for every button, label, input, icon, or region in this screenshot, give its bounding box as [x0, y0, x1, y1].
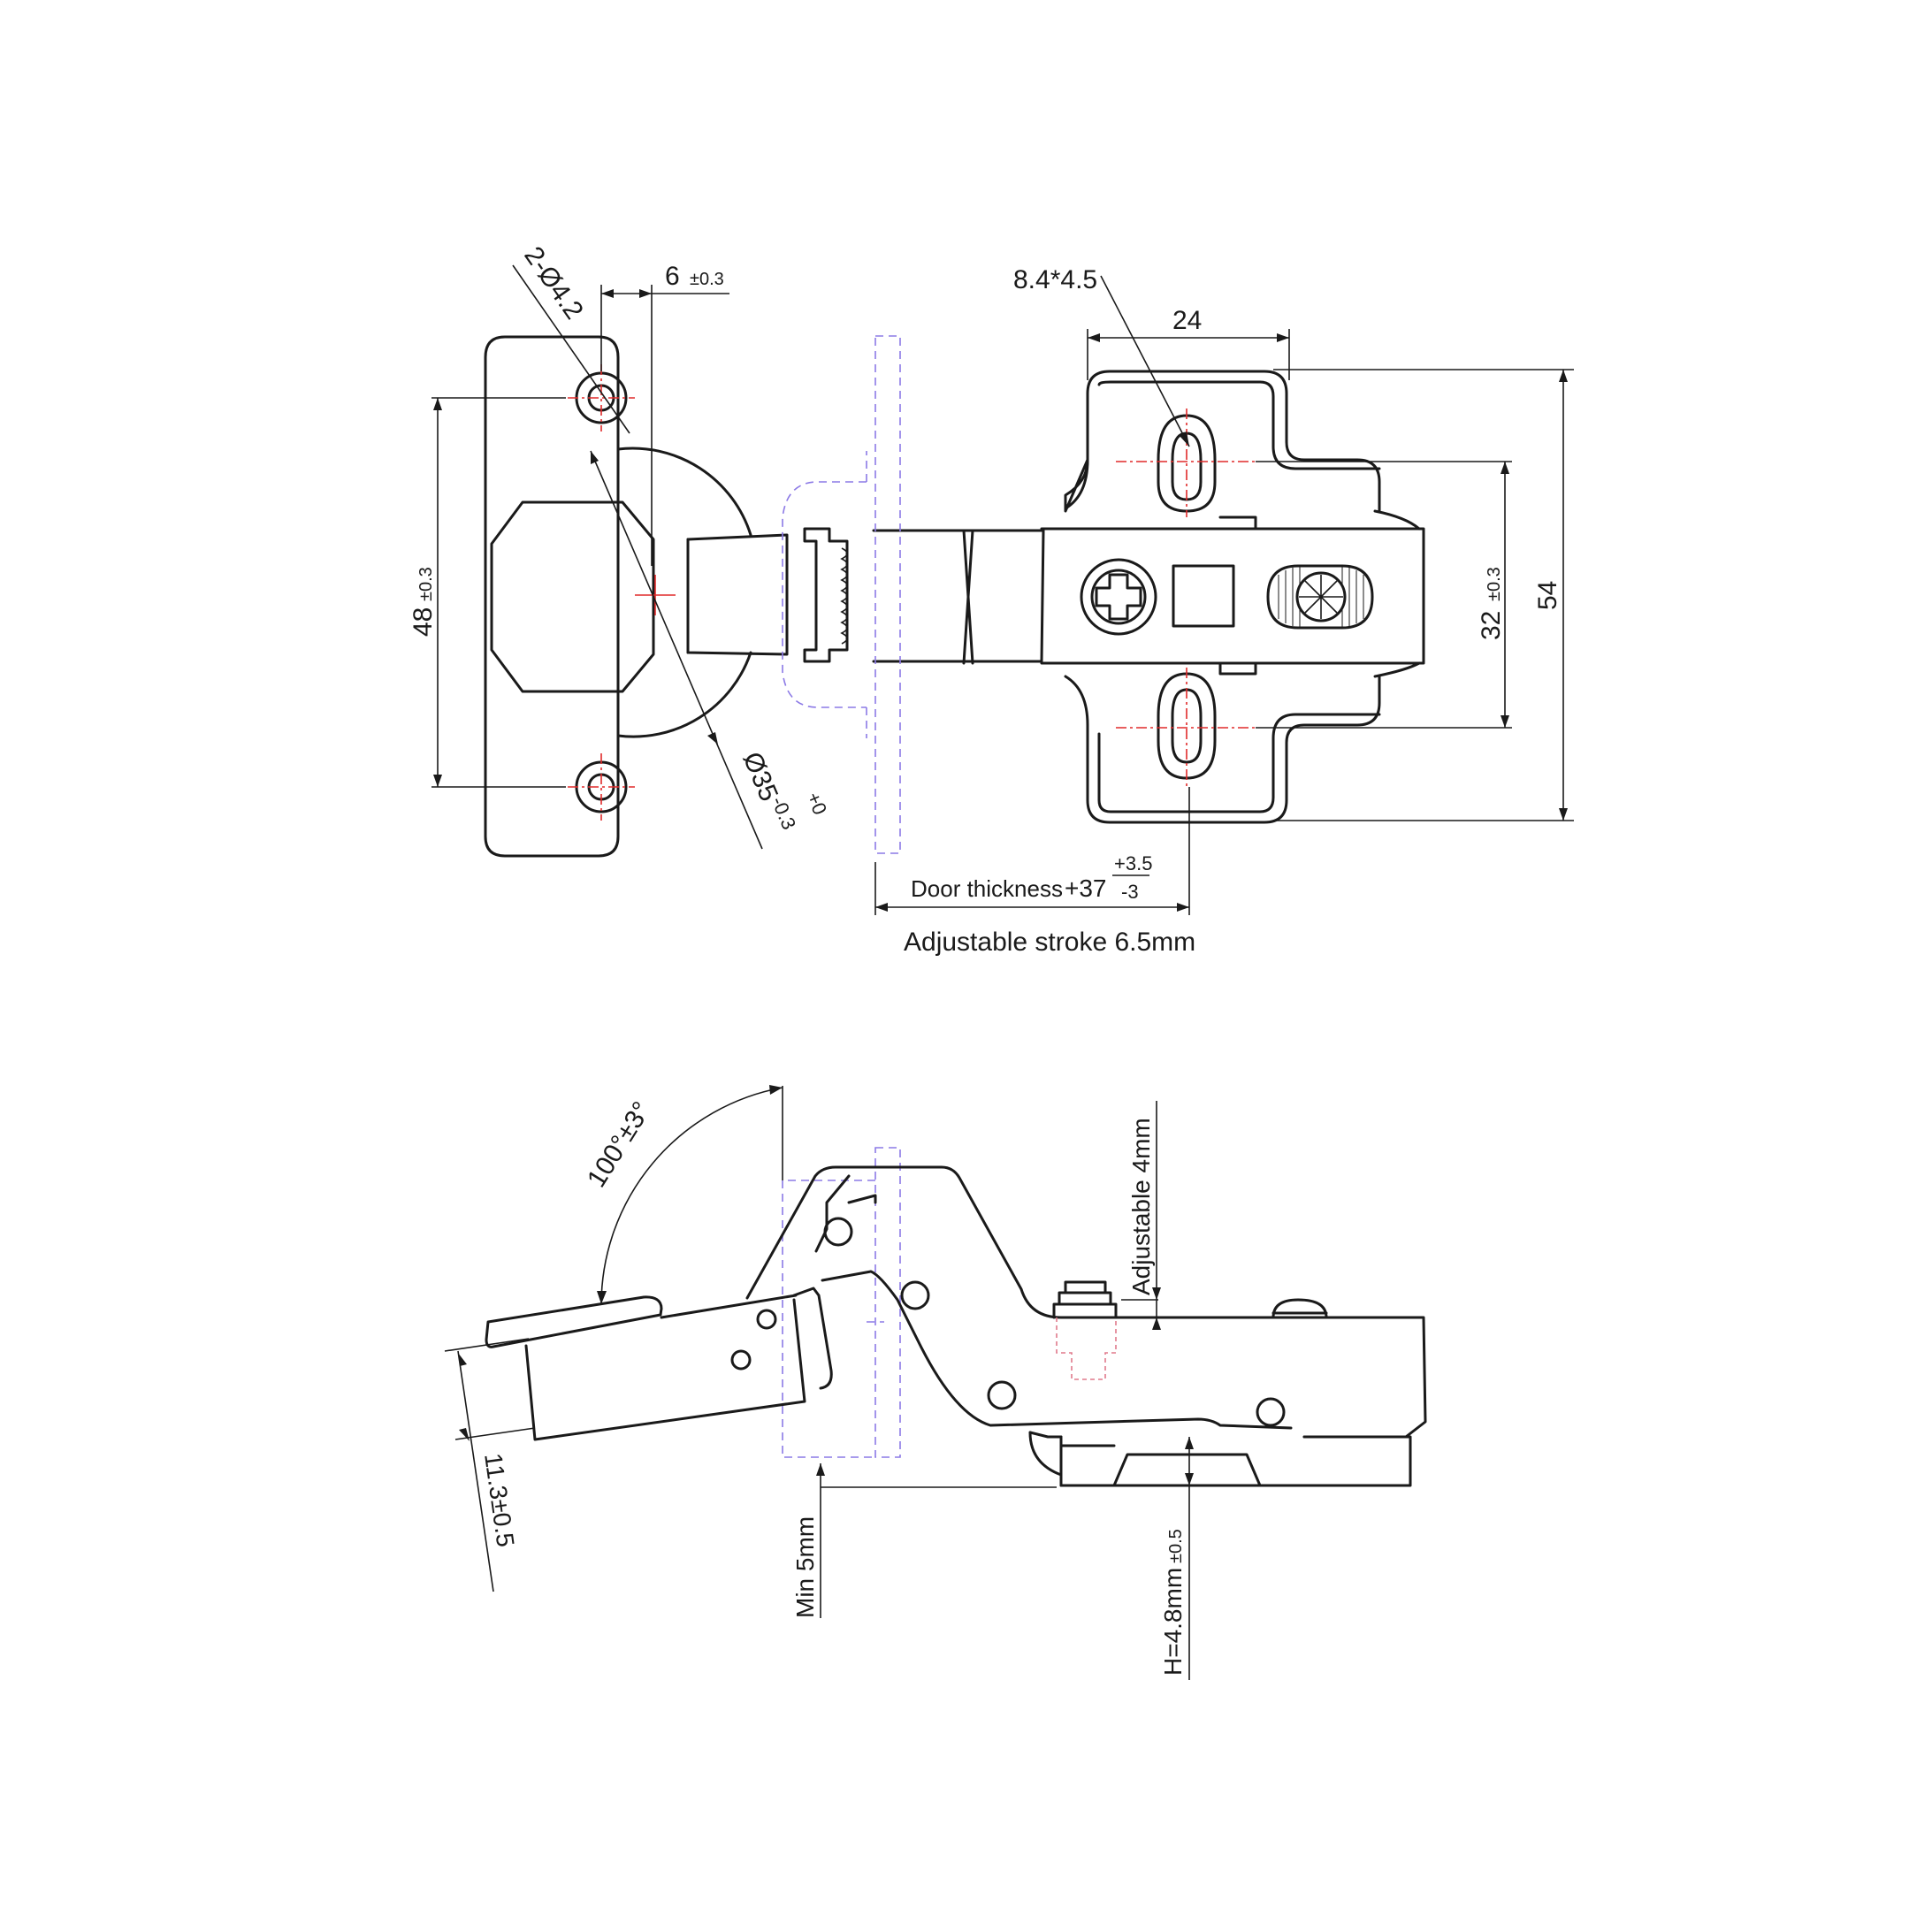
dim-plate-width-label: 24 [1172, 306, 1202, 335]
min-gap-label: Min 5mm [791, 1516, 819, 1618]
dim-cup-depth: 11.3±0.5 [444, 1338, 536, 1592]
door-outline-side [782, 1147, 901, 1458]
cam-hatching [1278, 567, 1364, 627]
dim-slot-spacing-tol: ±0.3 [1485, 567, 1504, 601]
dim-adjustable-height: Adjustable 4mm [1121, 1101, 1161, 1330]
side-view: 100°±3° 11.3±0.5 Min 5mm Adjustable 4mm [444, 1085, 1427, 1680]
cup-center-mark [635, 575, 676, 615]
dim-plate-height-label: 54 [1533, 581, 1562, 610]
dim-cup-spacing-tol: ±0.3 [416, 567, 436, 601]
dim-cup-spacing-label: 48 [409, 607, 438, 637]
dim-offset-label: 6 [665, 262, 680, 291]
dim-cup-dia-tol-lower: -0.3 [767, 793, 800, 833]
dim-cup-dia: Ø35 +0 -0.3 [590, 450, 831, 850]
dim-door-thickness: Door thickness +37 +3.5 -3 Adjustable st… [874, 787, 1195, 957]
dim-min-gap: Min 5mm [791, 1463, 1057, 1618]
dim-cup-dia-tol-upper: +0 [802, 789, 831, 818]
mounting-plate [1040, 370, 1425, 824]
adjustable-height-label: Adjustable 4mm [1127, 1118, 1155, 1295]
dim-cup-dia-label: Ø35 [737, 748, 784, 806]
dim-holes-label: 2-Ø4.2 [518, 241, 589, 325]
top-view: 2-Ø4.2 6 ±0.3 48 ±0.3 Ø35 [409, 241, 1574, 957]
hinge-cup-plate [484, 335, 752, 858]
dim-slot-spacing-label: 32 [1477, 611, 1506, 640]
plate-height-side-tol: ±0.5 [1166, 1529, 1186, 1563]
door-outline [782, 335, 901, 854]
dim-offset-tol: ±0.3 [690, 270, 724, 289]
dim-slot-spacing: 32 ±0.3 [1256, 461, 1512, 729]
door-thickness-tol-lower: -3 [1121, 881, 1139, 903]
hinge-arm-side [745, 1165, 1427, 1439]
dim-cup-spacing: 48 ±0.3 [409, 397, 566, 788]
door-thickness-label: Door thickness [911, 875, 1063, 902]
dim-slot-label: 8.4*4.5 [1013, 265, 1097, 294]
mounting-plate-side [1028, 1431, 1412, 1487]
door-thickness-value: +37 [1065, 874, 1107, 902]
dim-plate-height: 54 [1273, 369, 1574, 821]
dim-slot: 8.4*4.5 [1013, 265, 1190, 447]
dim-opening-angle: 100°±3° [582, 1085, 783, 1305]
door-thickness-tol-upper: +3.5 [1114, 852, 1152, 874]
hinge-cup-side [485, 1294, 806, 1441]
screw-hole-bottom [568, 753, 635, 821]
adjustable-stroke-label: Adjustable stroke 6.5mm [904, 928, 1195, 957]
dim-plate-width: 24 [1087, 306, 1290, 380]
hinge-arm [686, 527, 1045, 665]
dim-offset: 6 ±0.3 [600, 262, 729, 566]
opening-angle-label: 100°±3° [582, 1096, 657, 1192]
screw-hole-top [568, 364, 635, 431]
dim-plate-height-side: H=4.8mm ±0.5 [1159, 1437, 1194, 1680]
plate-height-side-label: H=4.8mm [1159, 1568, 1187, 1676]
